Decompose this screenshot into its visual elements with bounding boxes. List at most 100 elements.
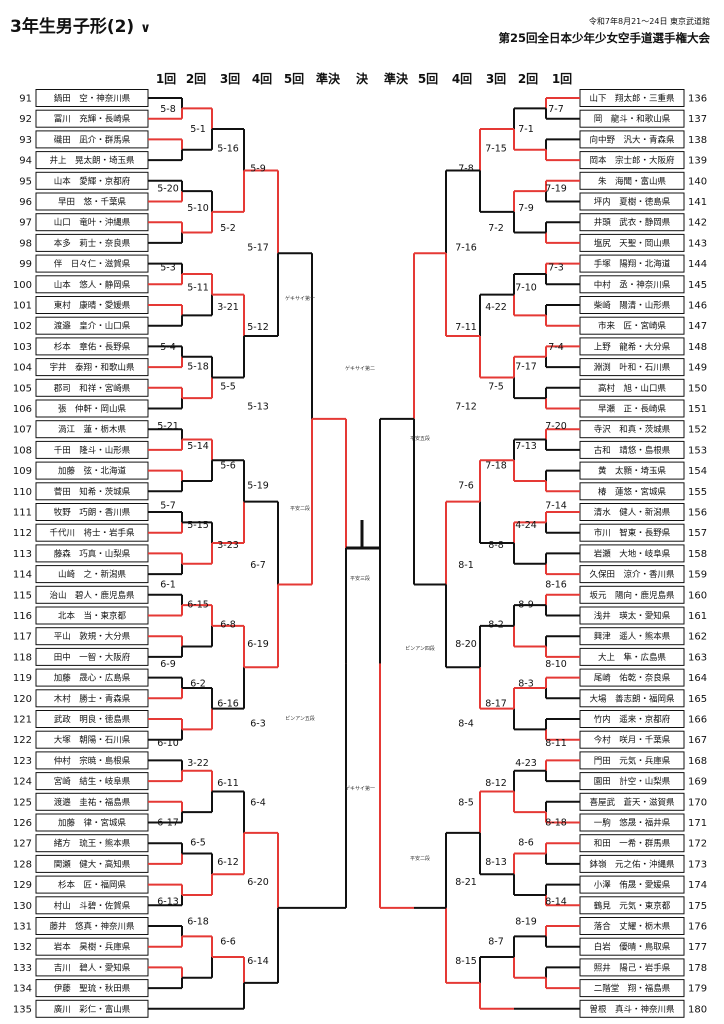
player-name: 塩尻 天聖・岡山県 [594,238,671,249]
match-label: 7-14 [545,500,567,511]
player-number: 142 [688,218,707,229]
player-name: 岩瀬 大地・岐阜県 [594,548,671,559]
player-number: 170 [688,797,707,808]
player-name: 岡 龍斗・和歌山県 [594,114,671,125]
player-number: 174 [688,880,707,891]
player-name: 山本 愛輝・京都府 [54,176,131,187]
player-number: 95 [19,176,32,187]
round-label-right-3: 4回 [451,72,473,86]
round-label-left-2: 2回 [185,72,207,86]
player-name: 武政 明良・徳島県 [54,714,131,725]
player-number: 145 [688,280,707,291]
player-number: 99 [19,259,32,270]
player-number: 171 [688,818,707,829]
player-number: 136 [688,94,707,105]
kata-note: 平安二段 [290,505,310,512]
match-label: 5-16 [217,144,239,155]
match-label: 7-5 [488,381,504,392]
player-name: 北本 当・東京都 [58,611,127,622]
player-name: 朱 海聞・富山県 [598,176,667,187]
match-label: 4-24 [515,520,537,531]
player-number: 118 [13,652,32,663]
match-label: 6-1 [160,580,176,591]
player-number: 154 [688,466,707,477]
match-label: 7-11 [455,322,477,333]
player-number: 131 [13,922,32,933]
player-name: 曽根 真斗・神奈川県 [589,1004,675,1015]
match-label: 8-19 [515,917,537,928]
player-number: 163 [688,652,707,663]
match-label: 7-13 [515,441,537,452]
player-name: 白岩 優晴・鳥取県 [594,942,671,953]
match-label: 8-15 [455,956,477,967]
round-label-right-1: 準決 [383,72,409,86]
player-number: 130 [13,901,32,912]
match-label: 5-1 [190,124,206,135]
player-number: 141 [688,197,707,208]
player-number: 103 [13,342,32,353]
player-name: 上野 龍希・大分県 [594,341,671,352]
match-label: 8-20 [455,639,477,650]
match-label: 5-2 [220,223,236,234]
match-label: 7-12 [455,401,477,412]
player-name: 木村 勝士・青森県 [54,693,131,704]
match-label: 7-17 [515,362,537,373]
player-number: 102 [13,321,32,332]
match-label: 8-14 [545,897,567,908]
player-number: 124 [13,777,32,788]
player-number: 153 [688,445,707,456]
match-label: 3-23 [217,540,239,551]
match-label: 8-4 [458,718,474,729]
kata-note: 平安五段 [410,435,430,442]
player-number: 97 [19,218,32,229]
match-label: 5-13 [247,401,269,412]
player-number: 143 [688,238,707,249]
player-name: 杉本 匠・福岡県 [58,880,127,891]
player-name: 廣川 彩仁・富山県 [54,1004,131,1015]
player-number: 169 [688,777,707,788]
match-label: 7-3 [548,263,564,274]
player-name: 鍋田 空・神奈川県 [54,93,131,104]
match-label: 5-15 [187,520,209,531]
player-name: 喜屋武 蒼天・滋賀県 [589,797,675,808]
match-label: 6-2 [190,679,206,690]
match-label: 6-10 [157,738,179,749]
match-label: 8-16 [545,580,567,591]
player-number: 133 [13,963,32,974]
player-name: 郡司 和祥・宮崎県 [54,383,131,394]
player-name: 田中 一智・大阪府 [54,652,131,663]
player-name: 磯田 凪介・群馬県 [54,134,131,145]
player-number: 150 [688,383,707,394]
match-label: 7-7 [548,104,564,115]
player-number: 162 [688,632,707,643]
match-label: 8-18 [545,817,567,828]
round-label-left-1: 1回 [155,72,177,86]
player-number: 167 [688,735,707,746]
player-number: 139 [688,156,707,167]
match-label: 6-17 [157,817,179,828]
player-name: 向中野 汎大・青森県 [589,134,675,145]
player-name: 山本 悠人・静岡県 [54,279,131,290]
match-label: 8-8 [488,540,504,551]
kata-note: ゲキサイ第一 [285,295,315,302]
player-number: 122 [13,735,32,746]
player-number: 160 [688,590,707,601]
player-number: 126 [13,818,32,829]
player-name: 千代川 将士・岩手県 [49,528,135,539]
match-label: 8-5 [458,798,474,809]
player-number: 108 [13,445,32,456]
match-label: 7-2 [488,223,504,234]
player-number: 93 [19,135,32,146]
player-name: 関瀬 健大・高知県 [54,859,131,870]
player-name: 興津 遥人・熊本県 [594,631,671,642]
chevron-down-icon[interactable]: ∨ [140,21,151,36]
player-number: 117 [13,632,32,643]
match-label: 6-11 [217,778,239,789]
player-number: 109 [13,466,32,477]
player-number: 138 [688,135,707,146]
round-label-right-4: 3回 [485,72,507,86]
player-number: 104 [13,363,32,374]
round-label-left-5: 5回 [283,72,305,86]
player-number: 107 [13,425,32,436]
page-title[interactable]: 3年生男子形(2)∨ [10,12,151,37]
